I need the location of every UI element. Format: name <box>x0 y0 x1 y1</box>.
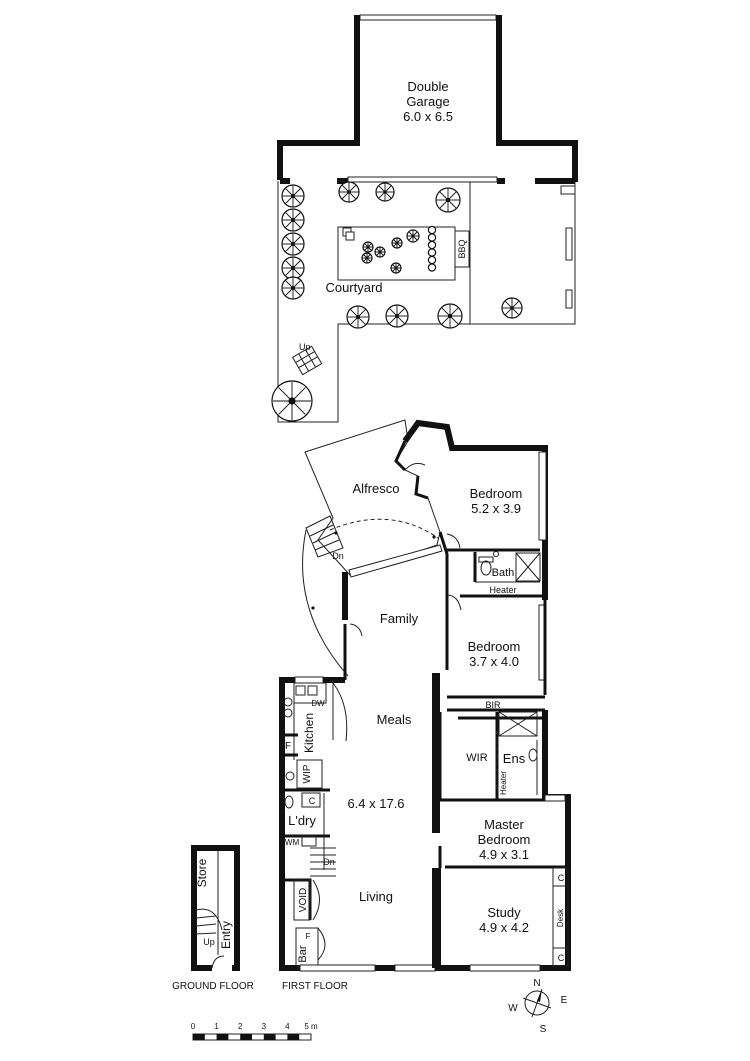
scale-tick-label: 2 <box>238 1022 243 1031</box>
entry-label: Entry <box>219 921 233 949</box>
garage-label-line1: Double <box>407 79 448 94</box>
shrub-icon <box>427 255 437 265</box>
dw-label: DW <box>311 699 325 708</box>
bedroom2-size: 3.7 x 4.0 <box>469 654 519 669</box>
master-bedroom-line2: Bedroom <box>478 832 531 847</box>
master-bedroom-line1: Master <box>484 817 524 832</box>
scale-segment <box>193 1034 205 1040</box>
ground-floor-label: GROUND FLOOR <box>172 981 254 992</box>
bar-fridge-label: F <box>306 932 311 941</box>
garage-courtyard-structure <box>277 14 578 423</box>
cupboard2-label: C <box>558 873 565 883</box>
shrub-icon <box>427 263 437 272</box>
garage-size: 6.0 x 6.5 <box>403 109 453 124</box>
bedroom2-label: Bedroom <box>468 639 521 654</box>
shrub-icon <box>427 240 437 250</box>
stair-up-courtyard: Up <box>299 342 311 352</box>
garage-label-line2: Garage <box>406 94 449 109</box>
trees <box>271 181 523 422</box>
bar-label: Bar <box>297 945 309 962</box>
tree-icon <box>271 380 313 422</box>
scale-tick-label: 3 <box>262 1022 267 1031</box>
scale-bar: 0 1 2 3 4 5 m <box>191 1022 318 1041</box>
stair-dn-alfresco: Dn <box>332 551 344 561</box>
compass-e: E <box>561 995 568 1006</box>
tree-icon <box>435 187 461 213</box>
compass-w: W <box>508 1003 518 1014</box>
scale-tick-label: 1 <box>214 1022 219 1031</box>
tree-icon <box>374 246 386 258</box>
tree-icon <box>437 303 463 329</box>
scale-tick-label: 0 <box>191 1022 196 1031</box>
void-label: VOID <box>298 888 309 912</box>
tree-icon <box>361 252 373 264</box>
tree-icon <box>390 262 402 274</box>
tree-icon <box>391 237 403 249</box>
kitchen-label: Kitchen <box>302 713 316 753</box>
bedroom1-size: 5.2 x 3.9 <box>471 501 521 516</box>
labels: Double Garage 6.0 x 6.5 Courtyard BBQ Up… <box>172 79 568 1035</box>
shrub-icon <box>427 225 437 235</box>
scale-tick-label: 4 <box>285 1022 290 1031</box>
scale-tick-label: 5 m <box>304 1022 318 1031</box>
master-bedroom-size: 4.9 x 3.1 <box>479 847 529 862</box>
ens-label: Ens <box>503 751 526 766</box>
scale-segment <box>287 1034 300 1040</box>
stair-dn-living: Dn <box>323 857 335 867</box>
desk-label: Desk <box>556 908 565 927</box>
laundry-label: L'dry <box>288 813 316 828</box>
wm-label: WM <box>285 838 300 847</box>
study-label: Study <box>487 905 521 920</box>
bedroom1-label: Bedroom <box>470 486 523 501</box>
ground-floor-structure <box>191 845 240 971</box>
tree-icon <box>281 256 305 280</box>
living-dims: 6.4 x 17.6 <box>347 796 404 811</box>
tree-icon <box>501 297 523 319</box>
meals-label: Meals <box>377 712 412 727</box>
heater1-label: Heater <box>489 585 516 595</box>
tree-icon <box>346 305 370 329</box>
scale-segment <box>263 1034 276 1040</box>
courtyard-label: Courtyard <box>325 280 382 295</box>
compass-s: S <box>540 1024 547 1035</box>
shrub-icon <box>427 248 437 257</box>
first-floor-label: FIRST FLOOR <box>282 981 348 992</box>
wip-label: WIP <box>302 764 313 783</box>
alfresco-label: Alfresco <box>353 481 400 496</box>
bath-label: Bath <box>492 567 515 579</box>
scale-segment <box>216 1034 229 1040</box>
living-label: Living <box>359 889 393 904</box>
heater2-label: Heater <box>499 771 508 795</box>
compass-n: N <box>533 978 540 989</box>
tree-icon <box>281 184 305 208</box>
stair-up-entry: Up <box>203 937 215 947</box>
store-label: Store <box>195 858 209 887</box>
tree-icon <box>406 229 420 243</box>
tree-icon <box>281 276 305 300</box>
bir-label: BIR <box>485 700 501 710</box>
family-label: Family <box>380 611 419 626</box>
first-floor-structure <box>279 419 571 972</box>
scale-segment <box>240 1034 252 1040</box>
fridge-label: F <box>285 741 291 752</box>
cupboard3-label: C <box>558 953 565 963</box>
tree-icon <box>338 181 360 203</box>
wir-label: WIR <box>466 752 487 764</box>
shrub-icon <box>427 233 437 242</box>
tree-icon <box>385 304 409 328</box>
tree-icon <box>281 232 305 256</box>
study-size: 4.9 x 4.2 <box>479 920 529 935</box>
compass <box>522 988 552 1018</box>
tree-icon <box>362 241 374 253</box>
tree-icon <box>281 208 305 232</box>
tree-icon <box>375 182 395 202</box>
bbq-label: BBQ <box>457 239 467 258</box>
cupboard1-label: C <box>309 796 316 806</box>
